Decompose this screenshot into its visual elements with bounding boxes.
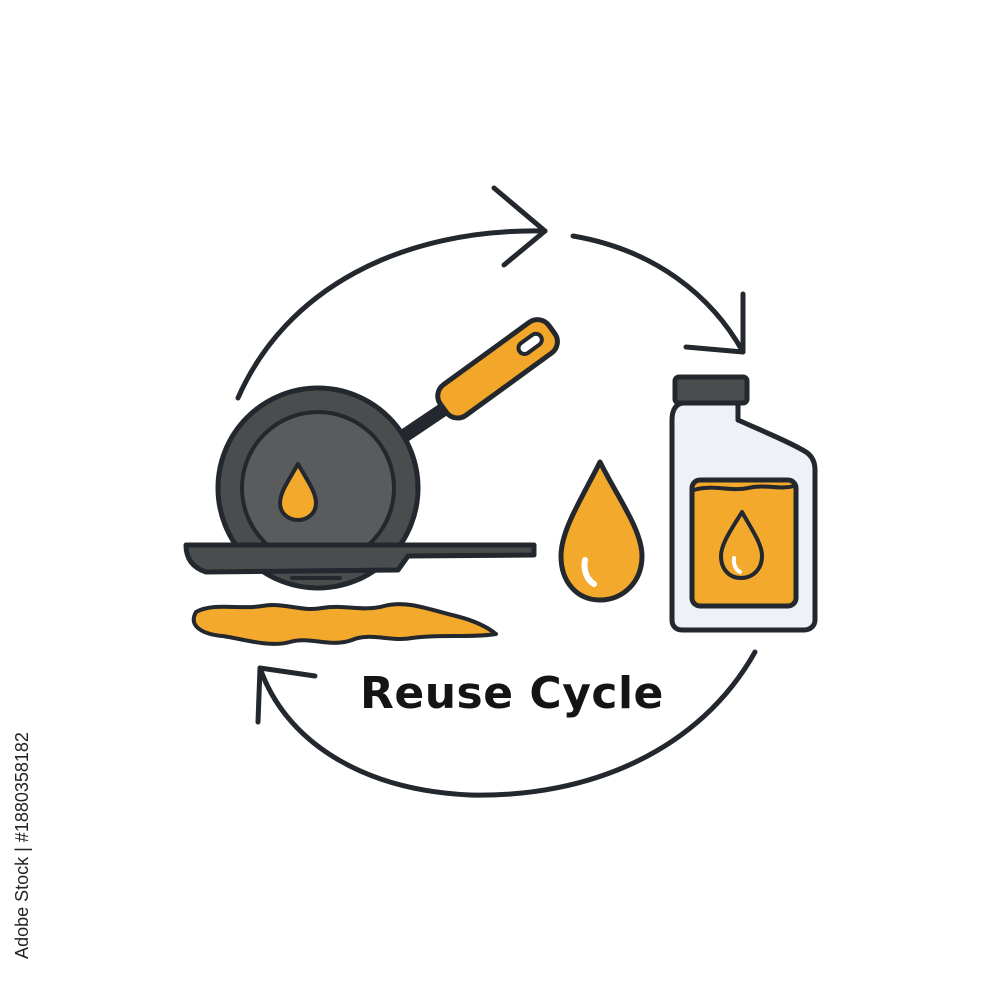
cycle-arrow-icon bbox=[235, 185, 758, 798]
cycle-arc-right bbox=[570, 233, 746, 355]
oil-drop-icon bbox=[278, 462, 318, 522]
arrowhead-right bbox=[683, 291, 746, 355]
oil-bottle-icon bbox=[669, 374, 818, 633]
cycle-arc-top bbox=[235, 228, 548, 401]
oil-spill-icon bbox=[191, 602, 498, 646]
stock-credit-text: Adobe Stock | #1880358182 bbox=[11, 731, 32, 959]
caption-title: Reuse Cycle bbox=[360, 668, 664, 719]
arrowhead-top bbox=[491, 185, 548, 268]
arrowhead-bottom bbox=[255, 665, 318, 725]
cycle-arc-bottom bbox=[257, 649, 758, 798]
oil-drop-icon bbox=[558, 459, 645, 603]
stock-credit: Adobe Stock | #1880358182 bbox=[4, 732, 40, 959]
frying-pan-icon bbox=[183, 317, 560, 591]
